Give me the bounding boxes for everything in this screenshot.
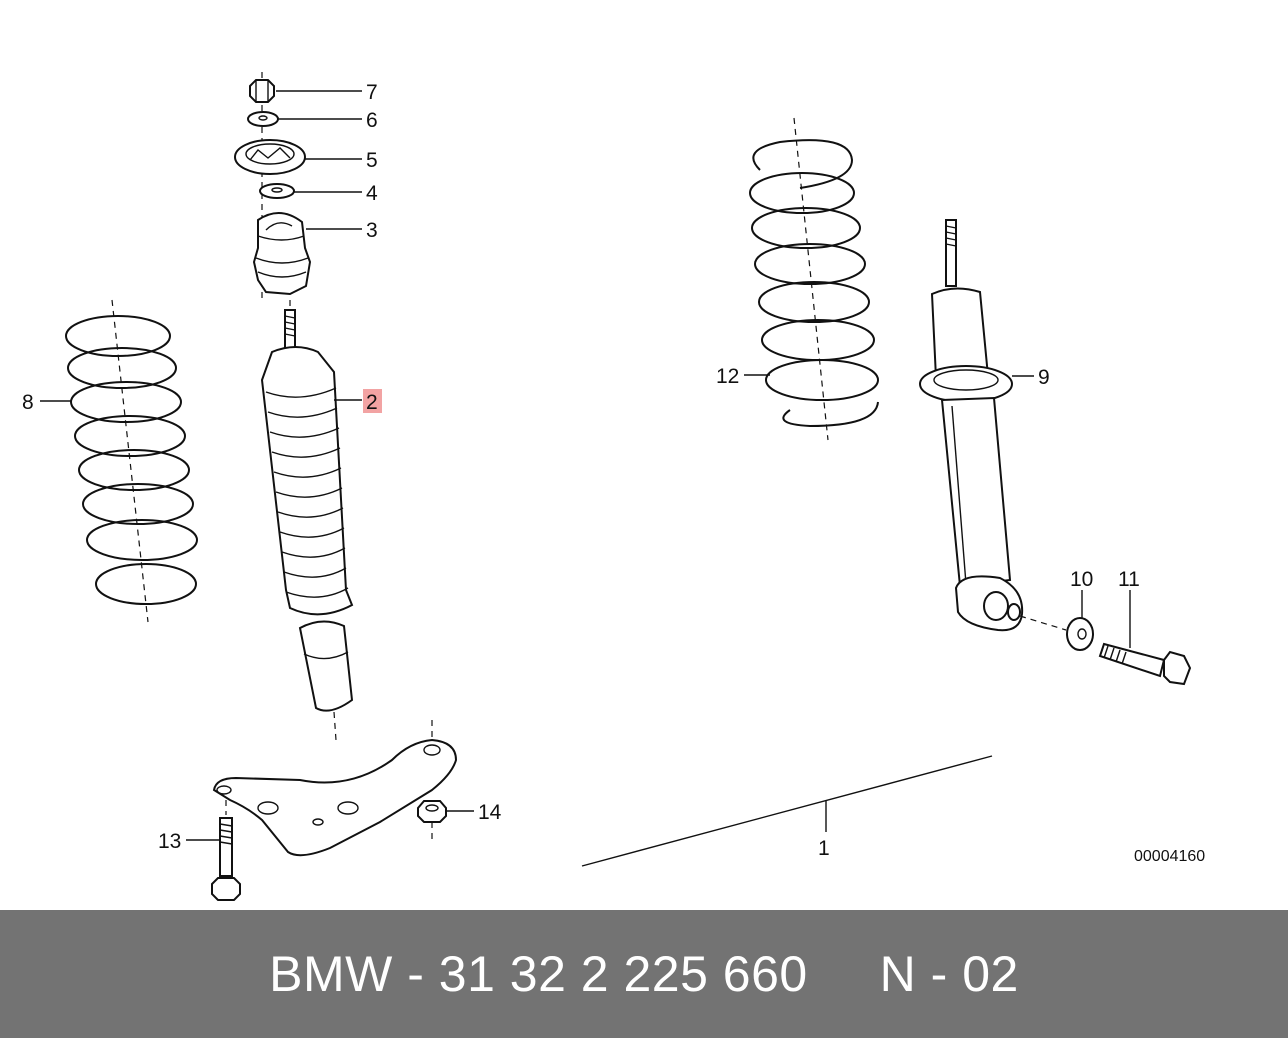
washer-part-6 bbox=[247, 111, 279, 127]
coil-spring-part-12 bbox=[749, 117, 879, 441]
callout-1: 1 bbox=[818, 837, 830, 860]
callout-10: 10 bbox=[1070, 568, 1093, 591]
washer-part-10 bbox=[1066, 617, 1094, 651]
callout-leaders bbox=[40, 90, 1131, 841]
part-number-text: BMW - 31 32 2 225 660 N - 02 bbox=[269, 946, 1019, 1002]
callout-8: 8 bbox=[22, 391, 34, 414]
callout-11: 11 bbox=[1118, 568, 1140, 591]
bolt-part-11 bbox=[1098, 642, 1192, 686]
shock-absorber-part-9 bbox=[919, 219, 1067, 632]
callout-5: 5 bbox=[366, 149, 378, 172]
callout-4: 4 bbox=[366, 182, 378, 205]
washer-part-4 bbox=[259, 183, 295, 199]
callout-3: 3 bbox=[366, 219, 378, 242]
callout-14: 14 bbox=[478, 801, 502, 824]
part-number-footer: BMW - 31 32 2 225 660 N - 02 bbox=[0, 910, 1288, 1038]
assembly-reference-line bbox=[581, 755, 993, 867]
callout-6: 6 bbox=[366, 109, 378, 132]
callout-7: 7 bbox=[366, 81, 378, 104]
mount-ring-part-5 bbox=[234, 139, 306, 175]
callout-13: 13 bbox=[158, 830, 181, 853]
nut-part-7 bbox=[249, 79, 275, 103]
callout-12: 12 bbox=[716, 365, 739, 388]
bolt-part-13 bbox=[211, 800, 241, 901]
nut-part-14 bbox=[417, 800, 447, 823]
callout-2-highlight bbox=[363, 389, 382, 413]
coil-spring-part-8 bbox=[65, 299, 198, 623]
shock-absorber-part-2 bbox=[260, 346, 354, 741]
shock-rod bbox=[284, 300, 296, 351]
callout-2: 2 bbox=[366, 391, 378, 414]
lower-bracket bbox=[212, 720, 458, 857]
callout-9: 9 bbox=[1038, 366, 1050, 389]
parts-diagram: 7 6 5 4 3 2 8 12 9 10 11 13 14 1 0000416… bbox=[22, 72, 1205, 901]
bump-stop-part-3 bbox=[252, 212, 312, 296]
drawing-code: 00004160 bbox=[1134, 848, 1205, 865]
